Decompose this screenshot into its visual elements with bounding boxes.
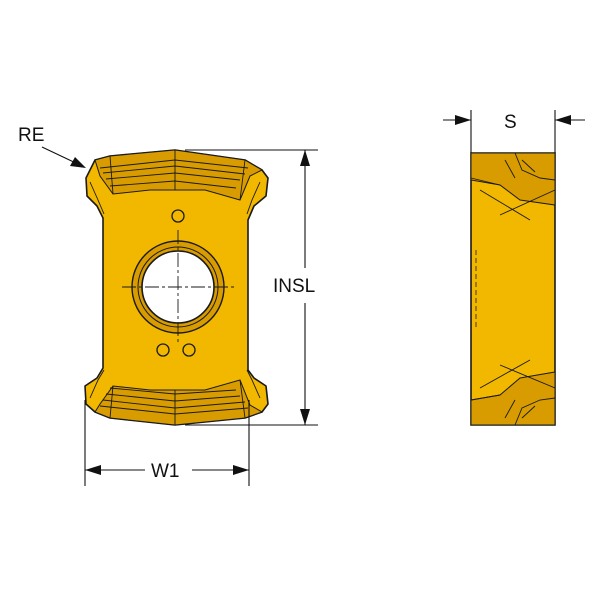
bottom-edge-facets — [99, 379, 249, 425]
s-arrow-left — [455, 115, 471, 125]
s-arrow-right — [555, 115, 571, 125]
mark-dot-bottom-right — [182, 343, 196, 357]
label-insl: INSL — [273, 276, 315, 297]
side-top-facets — [470, 152, 556, 221]
side-bottom-facets — [470, 359, 556, 426]
insert-side-view — [470, 152, 556, 426]
insert-front-view — [84, 149, 269, 426]
top-edge-face — [94, 149, 264, 201]
w1-arrow-left — [85, 465, 101, 475]
insl-arrow-top — [300, 150, 310, 166]
arrowheads — [70, 115, 571, 475]
w1-arrow-right — [233, 465, 249, 475]
center-lines — [122, 230, 234, 345]
mark-dot-bottom-left — [156, 343, 170, 357]
label-s: S — [504, 112, 517, 133]
corner-details — [85, 159, 269, 399]
mark-dot-top — [171, 209, 185, 223]
label-re: RE — [18, 125, 44, 146]
re-arrow — [70, 157, 86, 168]
label-w1: W1 — [151, 461, 180, 482]
insl-arrow-bottom — [300, 409, 310, 425]
top-edge-facets — [99, 150, 249, 201]
